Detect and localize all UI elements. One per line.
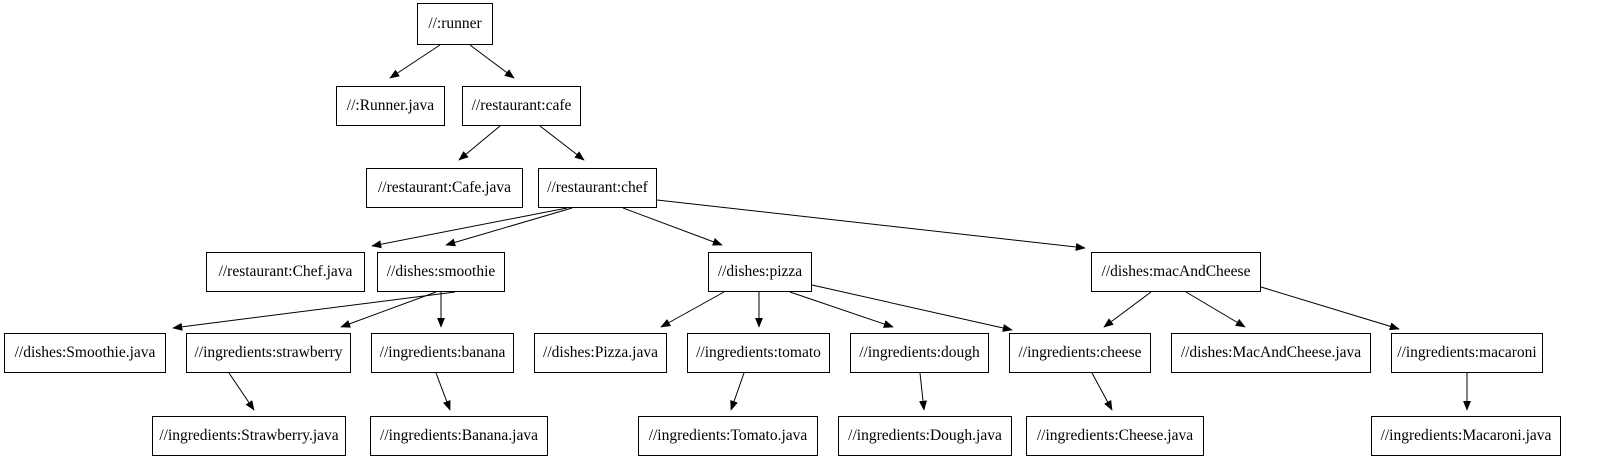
graph-node-label: //dishes:smoothie bbox=[386, 263, 496, 281]
graph-node-label: //ingredients:cheese bbox=[1018, 344, 1142, 362]
graph-node-ing_banana[interactable]: //ingredients:banana bbox=[371, 333, 514, 373]
graph-node-label: //ingredients:Dough.java bbox=[848, 427, 1002, 445]
graph-node-ing_tomato[interactable]: //ingredients:tomato bbox=[687, 333, 830, 373]
graph-node-dishes_smoothie[interactable]: //dishes:smoothie bbox=[377, 252, 505, 292]
graph-node-ing_strawberry[interactable]: //ingredients:strawberry bbox=[186, 333, 351, 373]
graph-node-strawberry_java[interactable]: //ingredients:Strawberry.java bbox=[152, 416, 346, 456]
graph-node-label: //restaurant:cafe bbox=[471, 97, 572, 115]
graph-node-label: //ingredients:banana bbox=[379, 344, 506, 362]
graph-node-label: //:Runner.java bbox=[346, 97, 435, 115]
graph-node-label: //restaurant:chef bbox=[547, 179, 648, 197]
graph-node-label: //ingredients:macaroni bbox=[1397, 344, 1537, 362]
graph-node-label: //:runner bbox=[428, 15, 482, 33]
graph-node-label: //ingredients:Strawberry.java bbox=[159, 427, 339, 445]
graph-node-label: //dishes:macAndCheese bbox=[1101, 263, 1251, 281]
graph-node-label: //ingredients:dough bbox=[859, 344, 980, 362]
graph-node-dishes_mac[interactable]: //dishes:macAndCheese bbox=[1091, 252, 1261, 292]
graph-node-runner_java[interactable]: //:Runner.java bbox=[336, 86, 445, 126]
graph-node-label: //restaurant:Chef.java bbox=[218, 263, 353, 281]
graph-node-label: //ingredients:Tomato.java bbox=[648, 427, 808, 445]
graph-node-macaroni_java[interactable]: //ingredients:Macaroni.java bbox=[1371, 416, 1561, 456]
graph-node-label: //dishes:pizza bbox=[717, 263, 803, 281]
graph-node-ing_cheese[interactable]: //ingredients:cheese bbox=[1009, 333, 1151, 373]
graph-node-ing_macaroni[interactable]: //ingredients:macaroni bbox=[1391, 333, 1543, 373]
graph-node-pizza_java[interactable]: //dishes:Pizza.java bbox=[534, 333, 667, 373]
graph-node-dishes_pizza[interactable]: //dishes:pizza bbox=[708, 252, 812, 292]
graph-node-smoothie_java[interactable]: //dishes:Smoothie.java bbox=[4, 333, 166, 373]
graph-node-label: //dishes:MacAndCheese.java bbox=[1180, 344, 1362, 362]
graph-node-label: //ingredients:Cheese.java bbox=[1036, 427, 1194, 445]
graph-node-label: //ingredients:tomato bbox=[696, 344, 821, 362]
graph-node-label: //ingredients:strawberry bbox=[194, 344, 343, 362]
graph-node-label: //dishes:Smoothie.java bbox=[14, 344, 156, 362]
graph-node-tomato_java[interactable]: //ingredients:Tomato.java bbox=[638, 416, 818, 456]
graph-node-restaurant_cafe[interactable]: //restaurant:cafe bbox=[462, 86, 581, 126]
graph-node-dough_java[interactable]: //ingredients:Dough.java bbox=[838, 416, 1012, 456]
graph-node-label: //ingredients:Banana.java bbox=[380, 427, 538, 445]
graph-node-mac_java[interactable]: //dishes:MacAndCheese.java bbox=[1171, 333, 1371, 373]
graph-node-cafe_java[interactable]: //restaurant:Cafe.java bbox=[366, 168, 523, 208]
graph-node-restaurant_chef[interactable]: //restaurant:chef bbox=[538, 168, 657, 208]
graph-node-label: //restaurant:Cafe.java bbox=[378, 179, 511, 197]
graph-node-runner[interactable]: //:runner bbox=[417, 3, 493, 45]
graph-node-label: //dishes:Pizza.java bbox=[543, 344, 658, 362]
graph-node-ing_dough[interactable]: //ingredients:dough bbox=[850, 333, 989, 373]
graph-node-label: //ingredients:Macaroni.java bbox=[1380, 427, 1552, 445]
graph-node-cheese_java[interactable]: //ingredients:Cheese.java bbox=[1026, 416, 1204, 456]
graph-node-banana_java[interactable]: //ingredients:Banana.java bbox=[370, 416, 548, 456]
graph-node-chef_java[interactable]: //restaurant:Chef.java bbox=[206, 252, 365, 292]
